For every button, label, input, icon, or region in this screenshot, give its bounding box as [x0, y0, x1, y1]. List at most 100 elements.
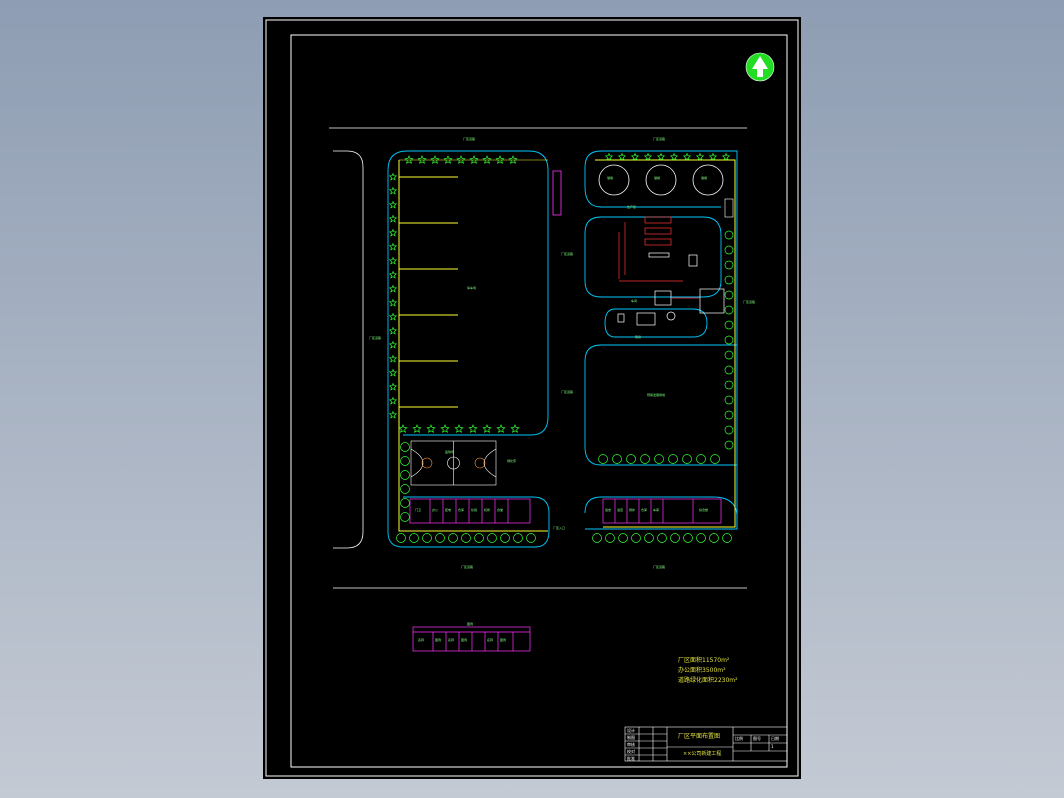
shrub-icon: [400, 442, 410, 452]
east-room-1: 宿舍: [605, 508, 612, 512]
shrub-icon: [696, 533, 706, 543]
tree-icon: [388, 284, 398, 293]
shrub-icon: [598, 454, 608, 464]
bottom-road-left-label: 厂区道路: [461, 565, 474, 569]
tree-icon: [388, 382, 398, 391]
tree-icon: [388, 312, 398, 321]
tree-icon: [669, 152, 679, 161]
east-wall: [595, 159, 736, 528]
tree-icon: [426, 424, 436, 433]
shrub-icon: [668, 454, 678, 464]
process-equipment: [617, 216, 725, 326]
east-outer-curb: [584, 150, 738, 530]
tb-field-5: 批准: [627, 756, 635, 761]
tree-icon: [469, 155, 479, 164]
shrub-icon: [612, 454, 622, 464]
tree-icon: [721, 152, 731, 161]
shrub-icon: [400, 456, 410, 466]
shrub-icon: [724, 230, 734, 240]
tree-icon: [468, 424, 478, 433]
shrub-icon: [400, 470, 410, 480]
tree-icon: [510, 424, 520, 433]
shrub-icon: [724, 320, 734, 330]
west-lower-curb: [387, 170, 550, 548]
tree-icon: [388, 242, 398, 251]
shrub-icon: [640, 454, 650, 464]
shrub-icon: [724, 350, 734, 360]
tree-icon: [388, 396, 398, 405]
legend-cell-3: 名称: [448, 638, 455, 642]
shrub-icon: [592, 533, 602, 543]
legend-cell-6: 图例: [500, 638, 507, 642]
tb-field-3: 审核: [627, 742, 635, 747]
west-wall: [398, 160, 548, 532]
tree-icon: [388, 214, 398, 223]
shrub-icon: [724, 335, 734, 345]
top-road-right-label: 厂区道路: [653, 137, 666, 141]
tb-header-scale: 比例: [735, 736, 743, 741]
tree-icon: [388, 340, 398, 349]
basketball-court: [410, 440, 497, 486]
tree-icon: [388, 298, 398, 307]
shrub-icon: [631, 533, 641, 543]
tree-icon: [388, 200, 398, 209]
shrub-icon: [709, 533, 719, 543]
tree-icon: [388, 368, 398, 377]
shrub-icon: [670, 533, 680, 543]
tree-icon: [417, 155, 427, 164]
office-room-4: 仓库: [458, 508, 465, 512]
tree-icon: [695, 152, 705, 161]
office-room-7: 食堂: [497, 508, 504, 512]
shrub-icon: [682, 454, 692, 464]
tree-icon: [482, 424, 492, 433]
storage-tanks: [598, 164, 724, 196]
shrub-icon: [724, 290, 734, 300]
north-arrow-icon: [745, 52, 775, 82]
shrub-icon: [696, 454, 706, 464]
parking-stripes: [399, 176, 458, 408]
office-room-2: 办公: [432, 508, 439, 512]
tb-sheet-no: 1: [771, 744, 774, 749]
area-stat-office: 办公面积3500m²: [678, 667, 726, 674]
shrub-icon: [724, 440, 734, 450]
tree-icon: [495, 155, 505, 164]
shrub-icon: [448, 533, 458, 543]
office-room-1: 门卫: [415, 508, 422, 512]
legend-cell-1: 名称: [418, 638, 425, 642]
shrub-icon: [626, 454, 636, 464]
legend-cell-2: 图例: [435, 638, 442, 642]
tree-icon: [454, 424, 464, 433]
tree-icon: [682, 152, 692, 161]
west-office-row: [409, 498, 531, 524]
tb-header-number: 图号: [753, 736, 761, 741]
shrub-icon: [724, 260, 734, 270]
tree-icon: [388, 326, 398, 335]
pump-island-curb: [604, 308, 708, 338]
office-room-3: 配电: [445, 508, 452, 512]
tb-field-1: 设计: [627, 728, 635, 733]
east-zone-label: 预留发展用地: [647, 393, 666, 397]
shrub-icon: [724, 380, 734, 390]
shrub-icon: [724, 410, 734, 420]
office-room-6: 机修: [484, 508, 491, 512]
drawing-sheet: 厂区道路 厂区道路 厂区道路 厂区道路 厂区道路 厂区道路 厂区道路 厂区道路 …: [263, 17, 801, 779]
east-room-3: 锅炉: [629, 508, 636, 512]
company-name: ××公司新建工程: [683, 751, 722, 757]
tree-icon: [443, 155, 453, 164]
mid-road-lower-label: 厂区道路: [561, 390, 574, 394]
tree-icon: [388, 228, 398, 237]
workshop-label: 车间: [631, 299, 638, 303]
shrub-icon: [422, 533, 432, 543]
shrub-icon: [683, 533, 693, 543]
tree-icon: [456, 155, 466, 164]
shrub-icon: [724, 365, 734, 375]
tank-label-3: 储罐: [701, 176, 708, 180]
process-area-label: 生产区: [627, 205, 637, 209]
shrub-icon: [605, 533, 615, 543]
tree-icon: [604, 152, 614, 161]
greenbelt-label: 绿化带: [507, 459, 517, 463]
court-label: 篮球场: [445, 450, 455, 454]
tree-icon: [440, 424, 450, 433]
east-room-5: 车库: [653, 508, 660, 512]
tree-icon: [398, 424, 408, 433]
